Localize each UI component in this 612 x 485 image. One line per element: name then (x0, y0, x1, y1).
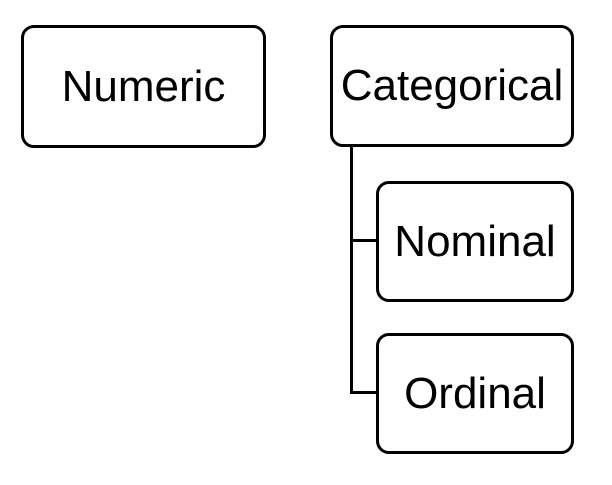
node-categorical: Categorical (330, 25, 574, 147)
connector-categorical-to-ordinal (352, 391, 377, 394)
node-nominal: Nominal (376, 181, 574, 302)
connector-categorical-to-nominal (352, 239, 377, 242)
node-numeric: Numeric (21, 25, 266, 148)
connector-categorical-trunk (350, 146, 353, 394)
node-ordinal: Ordinal (376, 333, 574, 454)
